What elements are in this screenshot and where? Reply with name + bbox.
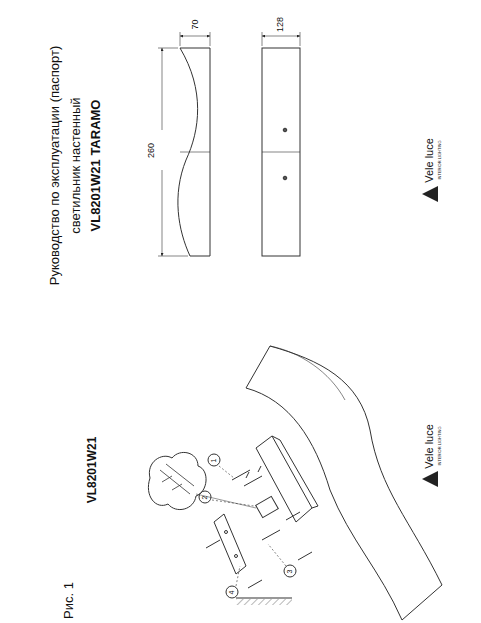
logo-mark — [422, 471, 438, 487]
callout-number: 2 — [202, 495, 209, 499]
brand-name: Vele luce — [424, 138, 435, 183]
brand-tagline: INTERIOR LIGHTING — [438, 140, 442, 179]
title: Руководство по эксплуатации (паспорт) — [49, 45, 62, 285]
callout-number: 3 — [287, 569, 294, 573]
dimension: 128 — [277, 16, 286, 31]
figure-label: Рис. 1 — [61, 582, 74, 619]
callout-number: 1 — [211, 458, 218, 462]
brand-name: Vele luce — [424, 424, 435, 469]
logo-mark — [422, 186, 438, 202]
lamp-shade — [246, 346, 442, 620]
front-view — [262, 48, 300, 256]
dimension: 260 — [148, 142, 157, 157]
model-label: VL8201W21 — [86, 437, 98, 504]
dimension: 70 — [190, 19, 199, 29]
bracket — [214, 514, 246, 574]
subtitle: светильник настенный — [68, 97, 81, 233]
side-view — [178, 48, 210, 256]
detail-bubble — [148, 452, 206, 509]
model-title: VL8201W21 TARAMO — [90, 99, 103, 231]
mount-box — [256, 436, 318, 522]
callout-number: 4 — [229, 590, 236, 594]
brand-tagline: INTERIOR LIGHTING — [438, 426, 442, 465]
